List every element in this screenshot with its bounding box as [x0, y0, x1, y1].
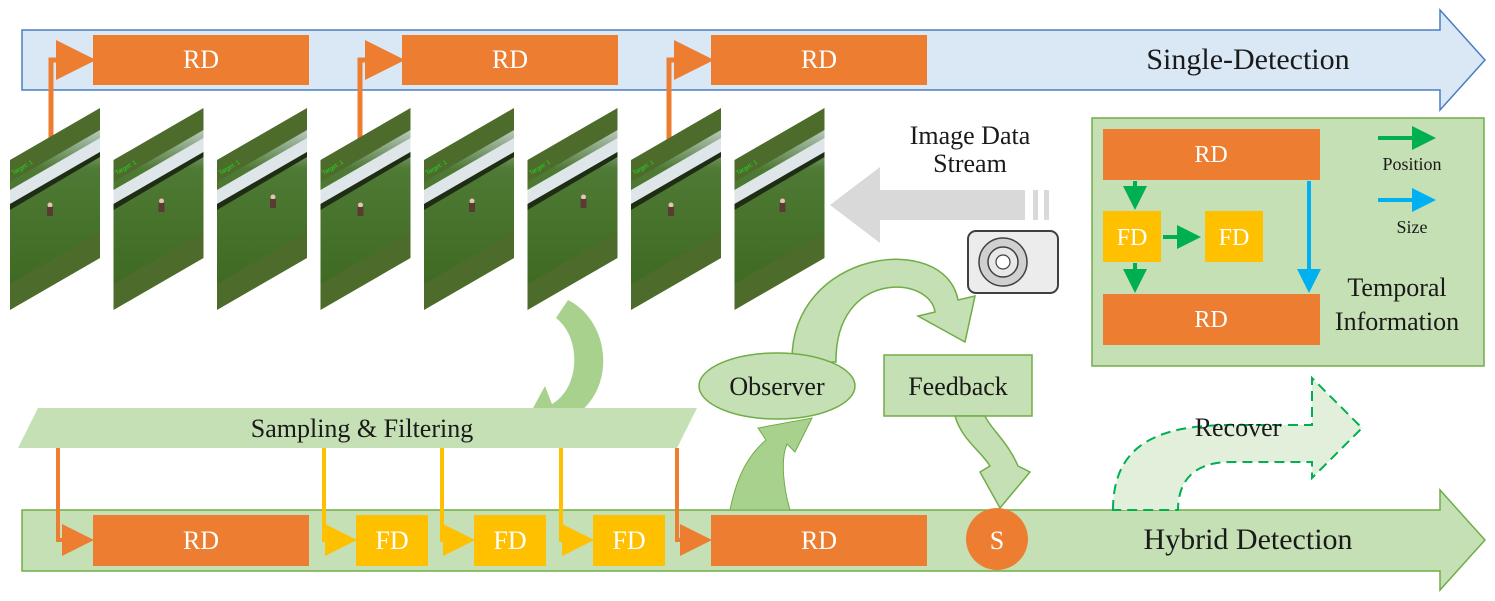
- temporal-info-panel: RD FD FD RD Position Size Temporal Infor…: [1091, 117, 1485, 367]
- recover-label: Recover: [1195, 413, 1282, 442]
- bottom-rd-box-1: RD: [93, 515, 309, 566]
- svg-text:RD: RD: [183, 526, 219, 555]
- svg-text:FD: FD: [375, 526, 408, 555]
- sampling-to-rd-arrow-2: [675, 448, 712, 556]
- camera-icon: [967, 230, 1059, 294]
- image-frame: Target: 1: [631, 108, 721, 310]
- observer-label: Observer: [729, 372, 825, 401]
- temporal-top-rd: [1103, 129, 1320, 180]
- observer-node: [698, 352, 856, 420]
- image-frame: Target: 1: [424, 108, 514, 310]
- sampling-filtering-band: [18, 408, 697, 448]
- image-frame: Target: 1: [320, 108, 411, 310]
- frame-to-rd-arrow-1: [48, 40, 96, 140]
- image-frame: Target: 1: [527, 108, 618, 310]
- observer-to-feedback-arrow: [791, 258, 976, 363]
- svg-text:FD: FD: [1117, 225, 1148, 251]
- single-detection-label: Single-Detection: [1146, 43, 1349, 76]
- sampling-filtering-label: Sampling & Filtering: [251, 414, 473, 443]
- top-rd-box-2: RD: [402, 35, 618, 85]
- svg-text:RD: RD: [1194, 142, 1227, 168]
- temporal-title-1: Temporal: [1347, 273, 1446, 302]
- feedback-node: [883, 354, 1033, 417]
- svg-text:RD: RD: [492, 45, 528, 74]
- temporal-fd-2: [1205, 211, 1263, 262]
- svg-text:FD: FD: [493, 526, 526, 555]
- sampling-to-fd-arrow-2: [440, 448, 475, 556]
- image-stream-label-1: Image Data: [910, 121, 1031, 150]
- sampling-to-fd-arrow-1: [322, 448, 357, 556]
- feedback-label: Feedback: [908, 372, 1008, 401]
- image-frame: Target: 1: [734, 108, 825, 310]
- frames-to-sampling-arrow: [520, 300, 604, 438]
- image-stream-label-2: Stream: [933, 149, 1007, 178]
- track-to-observer-arrow: [729, 417, 813, 511]
- image-frame: Target: 1: [217, 108, 307, 310]
- legend-position-label: Position: [1382, 154, 1441, 174]
- svg-text:RD: RD: [1194, 307, 1227, 333]
- bottom-rd-box-2: RD: [711, 515, 927, 566]
- frame-to-rd-arrow-2: [357, 40, 405, 140]
- hybrid-detection-label: Hybrid Detection: [1143, 523, 1352, 556]
- image-frame: Target: 1: [113, 108, 204, 310]
- svg-text:RD: RD: [801, 45, 837, 74]
- svg-text:RD: RD: [801, 526, 837, 555]
- sampling-to-fd-arrow-3: [559, 448, 594, 556]
- bottom-fd-box-2: FD: [474, 515, 546, 566]
- svg-text:FD: FD: [612, 526, 645, 555]
- feedback-to-s-arrow: [953, 415, 1032, 510]
- svg-text:FD: FD: [1219, 225, 1250, 251]
- svg-text:RD: RD: [183, 45, 219, 74]
- bottom-fd-box-1: FD: [356, 515, 428, 566]
- state-node: [966, 508, 1028, 570]
- temporal-title-2: Information: [1335, 307, 1459, 336]
- sampling-to-rd-arrow-1: [56, 448, 94, 556]
- temporal-bottom-rd: [1103, 294, 1320, 345]
- image-stream-arrow: [830, 167, 1049, 243]
- bottom-fd-box-3: FD: [593, 515, 665, 566]
- legend-size-label: Size: [1397, 217, 1428, 237]
- temporal-fd-1: [1103, 211, 1161, 262]
- top-rd-box-3: RD: [711, 35, 927, 85]
- image-frame: Target: 1: [10, 108, 100, 310]
- top-rd-box-1: RD: [93, 35, 309, 85]
- recover-arrow: [1111, 375, 1364, 511]
- frame-to-rd-arrow-3: [666, 40, 714, 140]
- state-node-label: S: [990, 526, 1004, 555]
